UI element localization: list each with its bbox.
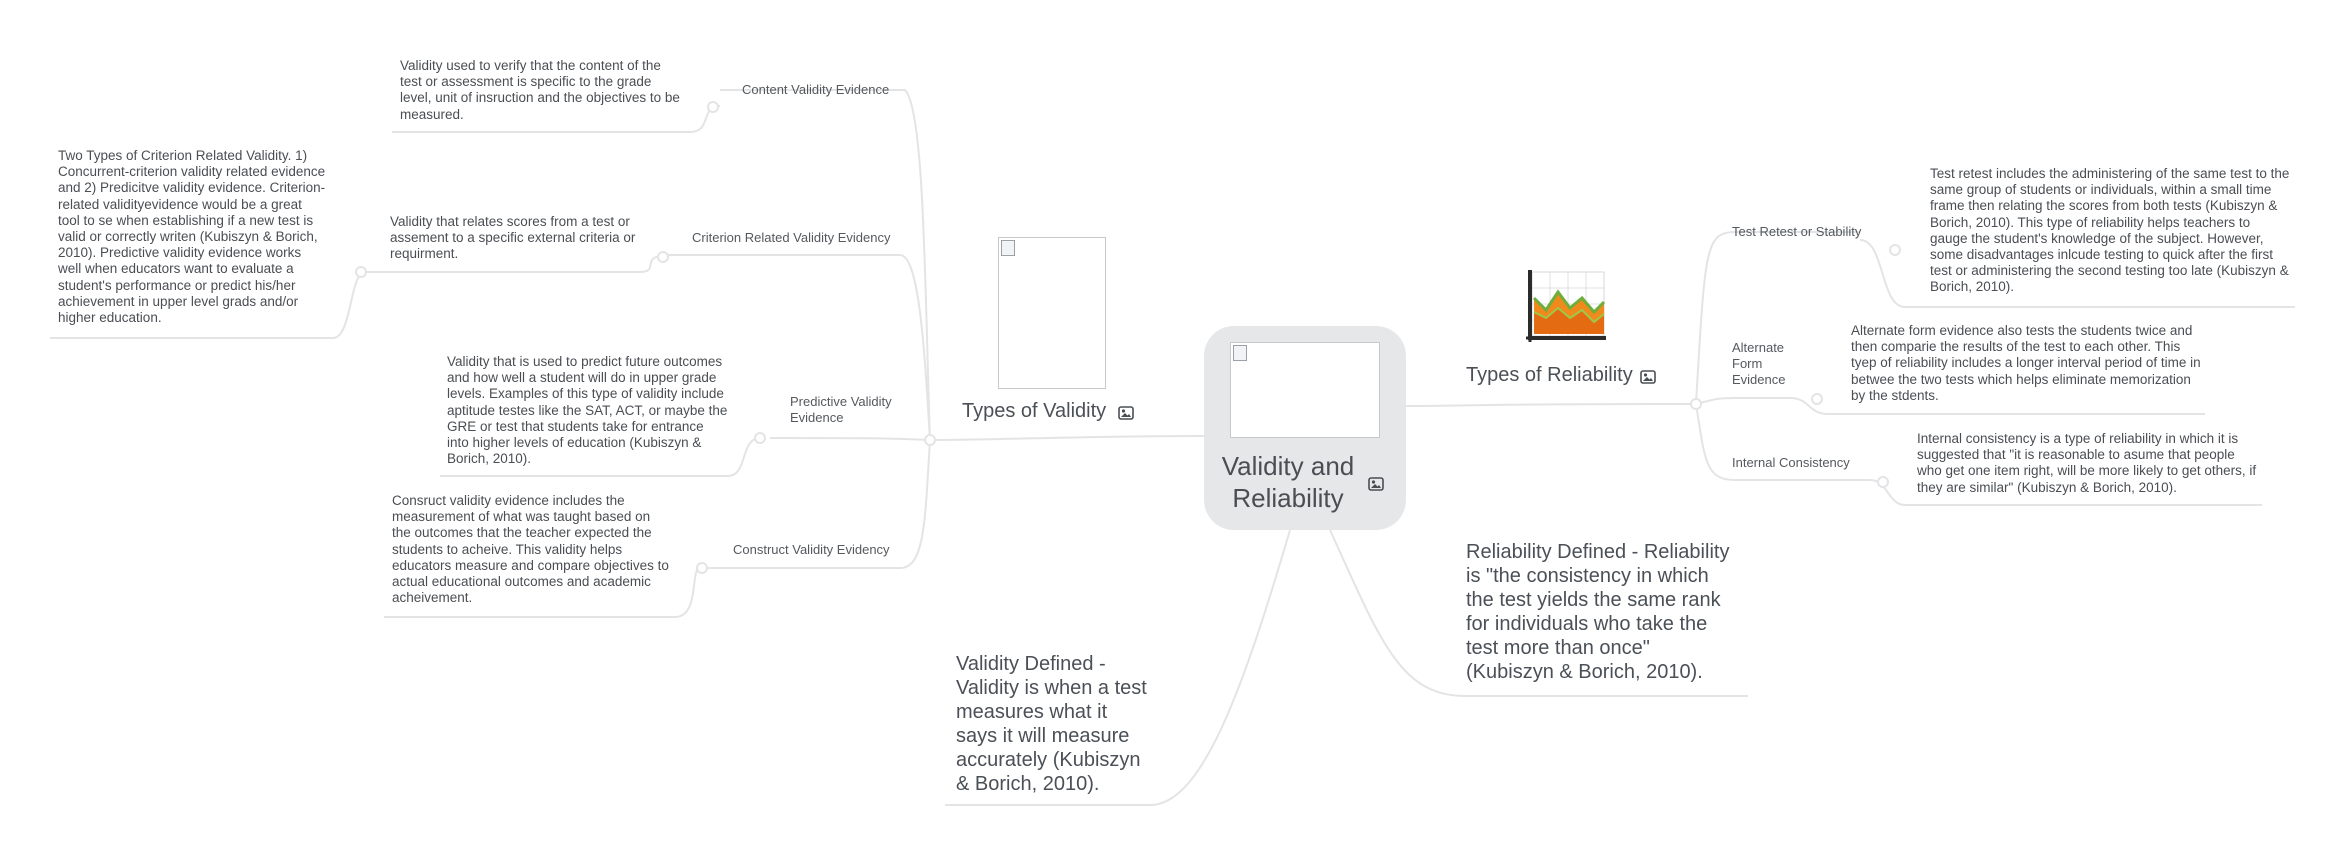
construct-validity-note: Consruct validity evidence includes the … — [392, 493, 669, 606]
image-icon[interactable] — [1368, 477, 1384, 491]
root-node[interactable]: Validity and Reliability — [1204, 326, 1406, 530]
construct-validity-label[interactable]: Construct Validity Evidency — [733, 542, 890, 557]
test-retest-note: Test retest includes the administering o… — [1930, 166, 2290, 295]
criterion-validity-note: Validity that relates scores from a test… — [390, 214, 636, 262]
internal-consistency-note: Internal consistency is a type of reliab… — [1917, 431, 2257, 495]
reliability-definition[interactable]: Reliability Defined - Reliability is "th… — [1466, 541, 1730, 683]
root-title: Validity and Reliability — [1221, 451, 1355, 513]
criterion-validity-label[interactable]: Criterion Related Validity Evidency — [692, 230, 891, 245]
reliability-topic[interactable]: Types of Reliability — [1466, 364, 1633, 386]
predictive-validity-label[interactable]: Predictive Validity Evidence — [790, 394, 892, 425]
alternate-form-note: Alternate form evidence also tests the s… — [1851, 323, 2201, 403]
test-retest-label[interactable]: Test Retest or Stability — [1732, 224, 1862, 239]
root-image — [1230, 342, 1380, 438]
alternate-form-label[interactable]: Alternate Form Evidence — [1732, 340, 1786, 387]
validity-image — [998, 237, 1106, 389]
image-icon[interactable] — [1640, 370, 1656, 384]
content-validity-label[interactable]: Content Validity Evidence — [742, 82, 890, 97]
validity-definition[interactable]: Validity Defined - Validity is when a te… — [956, 653, 1147, 795]
area-chart-icon — [1526, 270, 1606, 342]
internal-consistency-label[interactable]: Internal Consistency — [1732, 455, 1850, 470]
content-validity-note: Validity used to verify that the content… — [400, 58, 680, 122]
predictive-validity-note: Validity that is used to predict future … — [447, 354, 728, 467]
image-icon[interactable] — [1118, 406, 1134, 420]
criterion-types-note: Two Types of Criterion Related Validity.… — [58, 148, 326, 326]
validity-topic[interactable]: Types of Validity — [962, 400, 1107, 422]
